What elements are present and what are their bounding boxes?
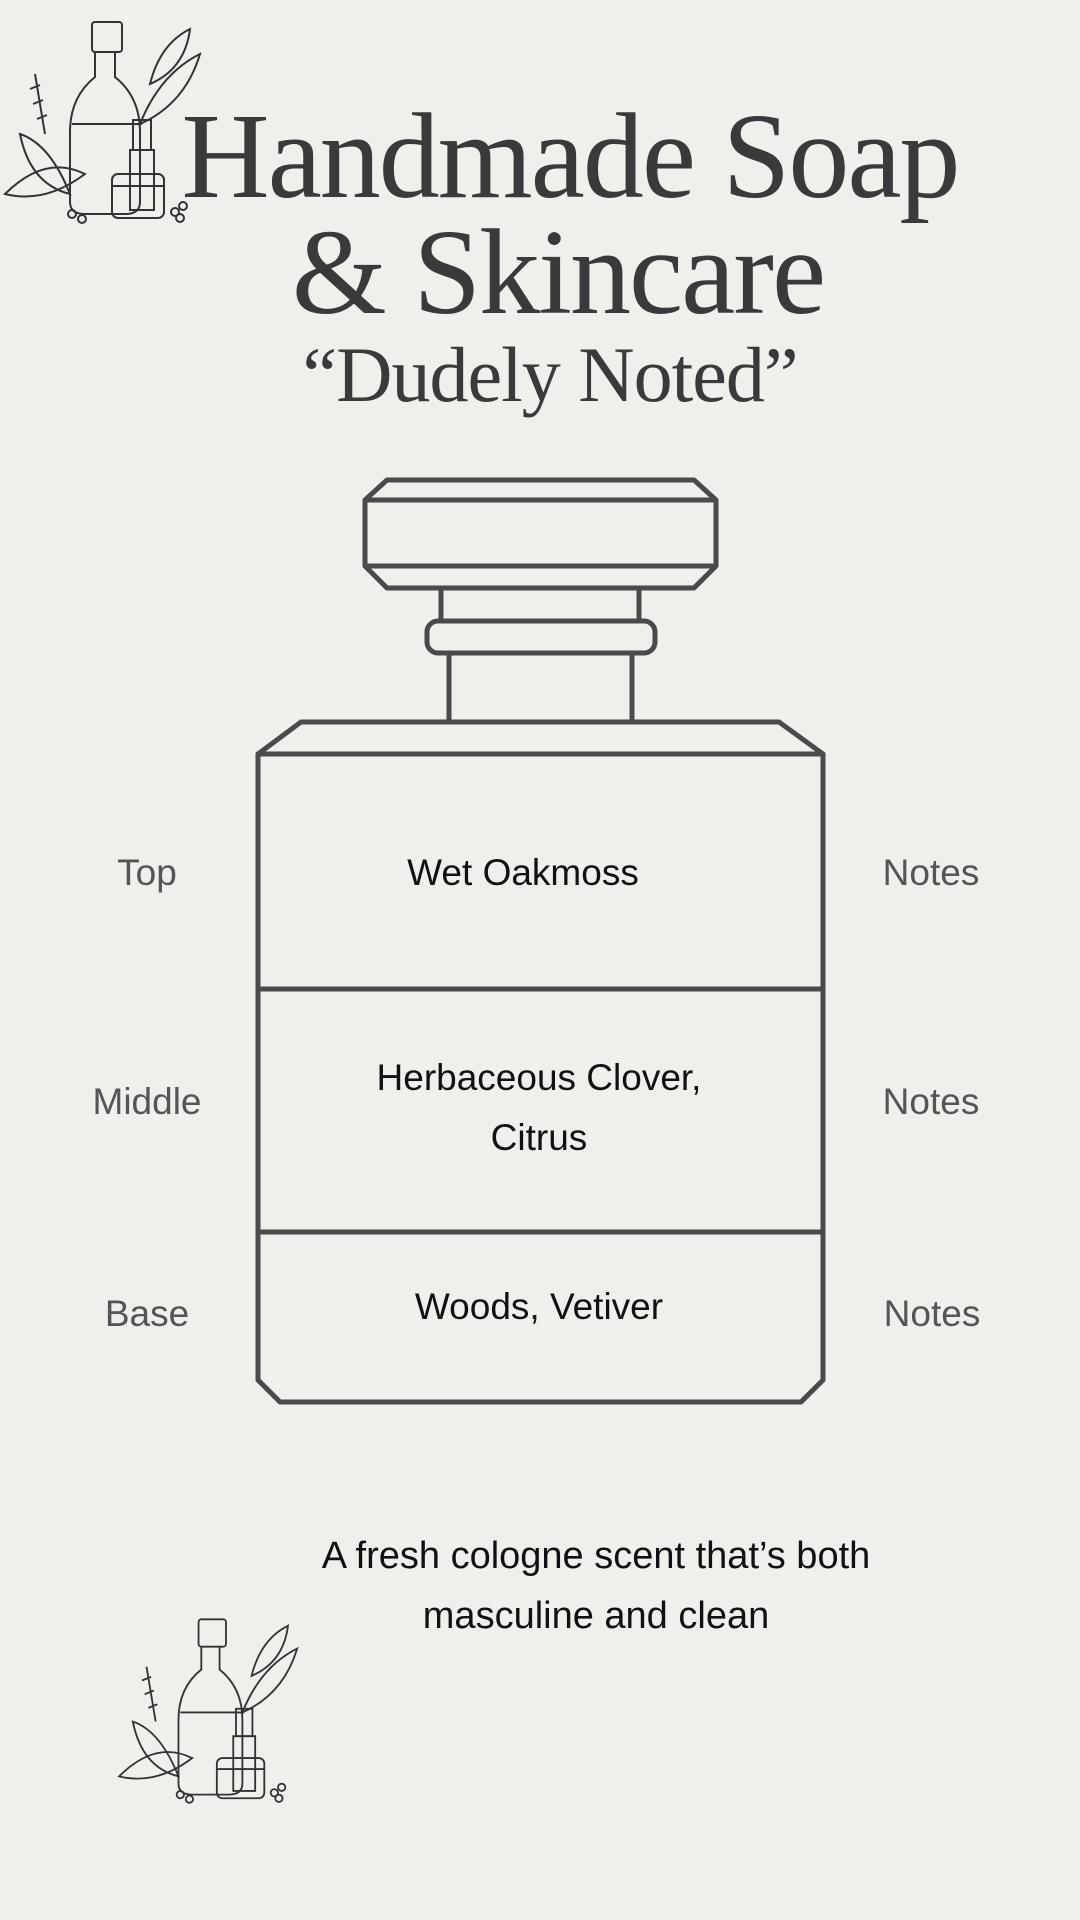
description-line: masculine and clean bbox=[422, 1595, 770, 1637]
notes-label-base: Notes bbox=[883, 1293, 981, 1334]
bottle-neck-lower bbox=[446, 653, 635, 722]
illustration-top-left-icon bbox=[3, 21, 202, 224]
product-name: “Dudely Noted” bbox=[302, 331, 799, 418]
notes-label-top: Notes bbox=[882, 852, 980, 893]
illustration-bottom-left-icon bbox=[117, 1618, 299, 1804]
bottle-neck-upper bbox=[438, 588, 642, 622]
middle-notes-text: Herbaceous Clover,Citrus bbox=[376, 1057, 702, 1158]
page-title-line1: Handmade Soap bbox=[181, 89, 961, 224]
tier-label-top: Top bbox=[117, 852, 177, 893]
tier-label-base: Base bbox=[104, 1293, 190, 1334]
bottle-shoulder bbox=[255, 719, 826, 757]
description-line: A fresh cologne scent that’s both bbox=[321, 1535, 871, 1577]
page-title-line2: & Skincare bbox=[291, 205, 826, 340]
top-notes-text: Wet Oakmoss bbox=[407, 852, 639, 893]
notes-label-middle: Notes bbox=[882, 1081, 980, 1122]
base-notes-text: Woods, Vetiver bbox=[414, 1286, 664, 1327]
bottle-cap bbox=[362, 477, 719, 591]
bottle-ring bbox=[424, 618, 658, 656]
scent-description: A fresh cologne scent that’s both mascul… bbox=[196, 1526, 996, 1646]
bottle-body bbox=[255, 751, 826, 1405]
tier-label-middle: Middle bbox=[92, 1081, 202, 1122]
